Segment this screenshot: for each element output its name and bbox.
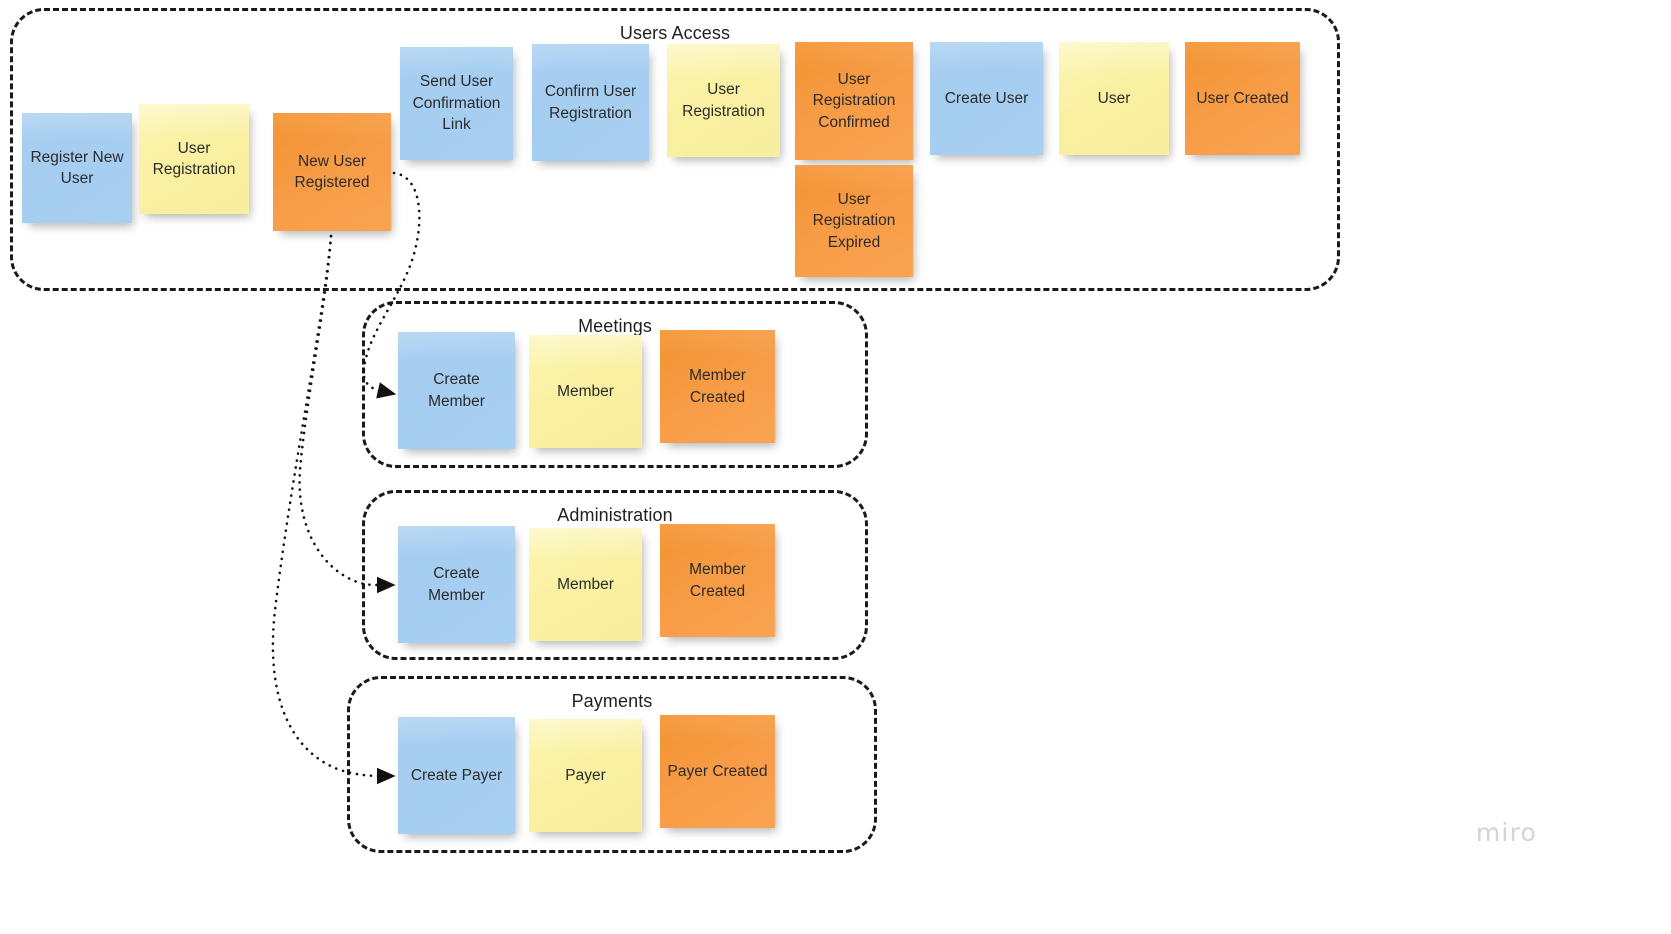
sticky-note-meetings-member-created[interactable]: Member Created bbox=[660, 330, 775, 443]
sticky-note-label: Member Created bbox=[689, 561, 746, 600]
sticky-note-label: User Registration bbox=[152, 139, 236, 178]
sticky-note-meetings-member[interactable]: Member bbox=[529, 335, 642, 448]
sticky-note-new-user-registered[interactable]: New User Registered bbox=[273, 113, 391, 231]
sticky-note-label: Member Created bbox=[689, 367, 746, 406]
group-title-administration: Administration bbox=[557, 505, 673, 525]
sticky-note-label: User Registration bbox=[682, 81, 765, 120]
sticky-note-send-user-confirmation-link[interactable]: Send User Confirmation Link bbox=[400, 47, 513, 160]
sticky-note-user-created[interactable]: User Created bbox=[1185, 42, 1300, 155]
sticky-note-label: Create Payer bbox=[410, 766, 503, 784]
sticky-note-label: User Registration Confirmed bbox=[812, 70, 896, 131]
sticky-note-payments-payer[interactable]: Payer bbox=[529, 719, 642, 832]
sticky-note-label: Send User Confirmation Link bbox=[412, 73, 501, 134]
sticky-note-label: Create Member bbox=[428, 371, 485, 410]
sticky-note-payments-payer-created[interactable]: Payer Created bbox=[660, 715, 775, 828]
sticky-note-user-registration-expired[interactable]: User Registration Expired bbox=[795, 165, 913, 277]
sticky-note-label: Payer Created bbox=[667, 762, 768, 780]
sticky-note-user-registration-1[interactable]: User Registration bbox=[139, 104, 249, 214]
sticky-note-label: Register New User bbox=[30, 148, 124, 187]
sticky-note-label: Create User bbox=[944, 89, 1029, 107]
sticky-note-create-user[interactable]: Create User bbox=[930, 42, 1043, 155]
sticky-note-user-registration-confirmed[interactable]: User Registration Confirmed bbox=[795, 42, 913, 160]
sticky-note-confirm-user-registration[interactable]: Confirm User Registration bbox=[532, 44, 649, 161]
group-title-payments: Payments bbox=[571, 691, 653, 711]
sticky-note-user-registration-2[interactable]: User Registration bbox=[667, 44, 780, 157]
group-title-users-access: Users Access bbox=[619, 23, 731, 43]
sticky-note-label: Confirm User Registration bbox=[544, 83, 637, 122]
sticky-note-label: Payer bbox=[565, 766, 606, 784]
sticky-note-user[interactable]: User bbox=[1059, 42, 1169, 155]
sticky-note-label: User Created bbox=[1196, 89, 1289, 107]
sticky-note-register-new-user[interactable]: Register New User bbox=[22, 113, 132, 223]
sticky-note-administration-create-member[interactable]: Create Member bbox=[398, 526, 515, 643]
sticky-note-payments-create-payer[interactable]: Create Payer bbox=[398, 717, 515, 834]
sticky-note-label: User bbox=[1097, 89, 1131, 107]
sticky-note-meetings-create-member[interactable]: Create Member bbox=[398, 332, 515, 449]
sticky-note-administration-member-created[interactable]: Member Created bbox=[660, 524, 775, 637]
group-users-access[interactable]: Users Access bbox=[10, 8, 1340, 291]
group-title-meetings: Meetings bbox=[578, 316, 652, 336]
sticky-note-label: Member bbox=[557, 382, 614, 400]
sticky-note-label: Create Member bbox=[428, 565, 485, 604]
sticky-note-administration-member[interactable]: Member bbox=[529, 528, 642, 641]
sticky-note-label: Member bbox=[557, 575, 614, 593]
sticky-note-label: New User Registered bbox=[294, 152, 370, 191]
miro-watermark: miro bbox=[1475, 818, 1537, 847]
sticky-note-label: User Registration Expired bbox=[812, 190, 896, 251]
